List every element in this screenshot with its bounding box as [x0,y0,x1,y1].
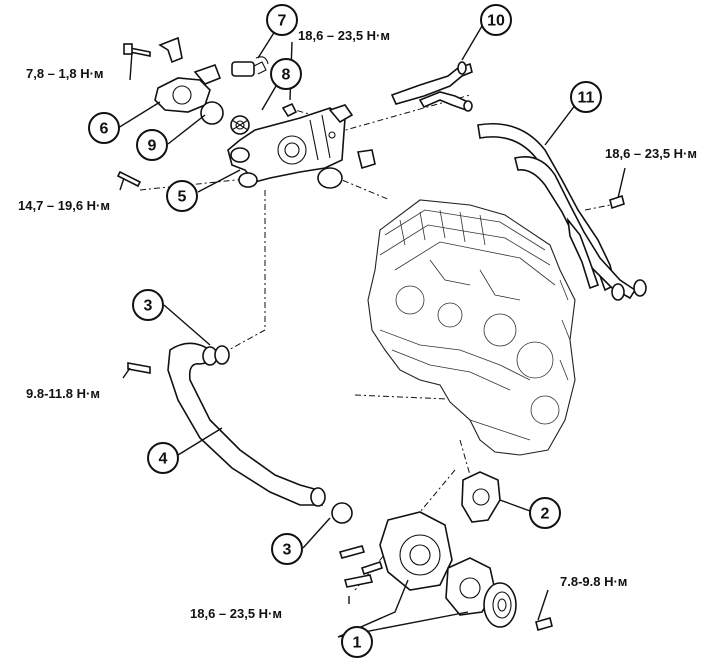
callout-label: 10 [487,13,505,30]
callout-label: 3 [283,542,292,559]
callout-7: 7 [266,4,298,36]
torque-label-pump-bolts: 18,6 – 23,5 Н·м [190,606,282,621]
o-ring-3-upper [214,345,230,365]
callout-11: 11 [570,81,602,113]
water-pump-pulley [483,582,517,628]
bracket [158,36,183,64]
pipe-bolt [127,362,151,374]
o-ring-3-lower [331,502,353,524]
callout-label: 9 [148,138,157,155]
callout-3-lower: 3 [271,533,303,565]
callout-10: 10 [480,4,512,36]
callout-9: 9 [136,129,168,161]
callout-5: 5 [166,180,198,212]
engine-block [367,199,576,456]
water-pump-gasket [461,471,501,523]
bolt-top-left [123,43,151,57]
callout-label: 8 [282,67,291,84]
callout-label: 3 [144,298,153,315]
housing-bolt [116,170,142,188]
torque-label-pipe-bolt: 9.8-11.8 Н·м [26,386,100,401]
callout-6: 6 [88,112,120,144]
callout-label: 11 [578,90,595,107]
water-inlet-pipe [167,342,326,507]
water-outlet-housing [227,104,354,188]
callout-label: 6 [100,121,109,138]
callout-2: 2 [529,497,561,529]
torque-label-pulley-bolt: 7.8-9.8 Н·м [560,574,627,589]
heater-pipe [390,61,473,112]
sensor-bolt [281,102,298,118]
torque-label-sensor-bolt: 18,6 – 23,5 Н·м [298,28,390,43]
callout-8: 8 [270,58,302,90]
callout-label: 4 [159,451,168,468]
callout-3-upper: 3 [132,289,164,321]
temperature-sensor [231,56,269,77]
callout-label: 2 [541,506,550,523]
callout-4: 4 [147,442,179,474]
callout-1: 1 [341,626,373,658]
torque-label-housing-bolt: 14,7 – 19,6 Н·м [18,198,110,213]
water-pump-housing [379,511,453,591]
hose-bolt-right [609,194,625,210]
thermostat [230,115,250,135]
torque-label-hose-bolt: 18,6 – 23,5 Н·м [605,146,697,161]
callout-label: 5 [178,189,187,206]
callout-label: 7 [278,13,287,30]
pump-bolts [338,545,553,631]
coolant-hoses-right [477,123,647,301]
gasket-small [357,149,376,170]
gasket-ring [317,167,343,189]
callout-label: 1 [353,635,362,652]
torque-label-cover-bolt: 7,8 – 1,8 Н·м [26,66,104,81]
o-ring-9 [200,101,224,125]
